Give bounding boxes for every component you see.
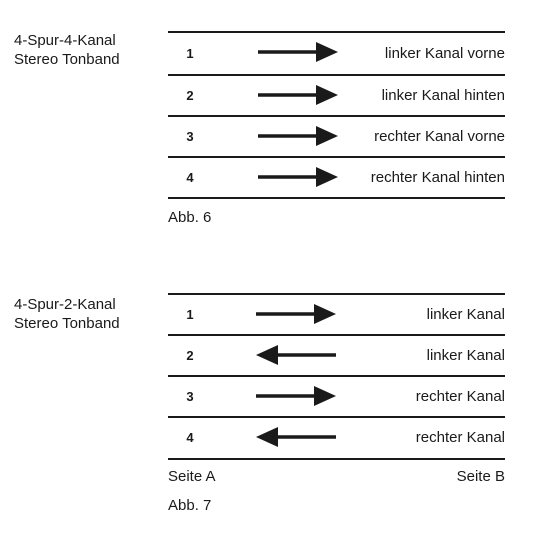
arrow-right-icon [256, 386, 336, 406]
channel-label: rechter Kanal vorne [374, 128, 505, 145]
figure-caption: Abb. 6 [168, 209, 212, 226]
arrow-right-icon [256, 304, 336, 324]
side-b-label: Seite B [456, 468, 505, 485]
arrow-left-icon [256, 427, 336, 447]
diagram-title-line-1: 4-Spur-2-Kanal [14, 296, 116, 313]
track-separator [168, 156, 505, 158]
track-number: 3 [186, 389, 194, 404]
channel-label: rechter Kanal [415, 429, 505, 446]
channel-label: linker Kanal [426, 347, 505, 364]
diagram-title-line-2: Stereo Tonband [14, 315, 120, 332]
channel-label: linker Kanal [426, 306, 505, 323]
track-number: 4 [186, 170, 194, 185]
channel-label: linker Kanal hinten [381, 87, 505, 104]
track-number: 1 [186, 46, 194, 61]
tape-edge-top [168, 293, 505, 295]
side-a-label: Seite A [168, 468, 216, 485]
track-number: 4 [186, 430, 194, 445]
track-separator [168, 334, 505, 336]
track-separator [168, 74, 505, 76]
track-number: 1 [186, 307, 194, 322]
arrow-left-icon [256, 345, 336, 365]
tape-edge-top [168, 31, 505, 33]
track-number: 2 [186, 88, 194, 103]
channel-label: linker Kanal vorne [384, 45, 505, 62]
diagram-title-line-1: 4-Spur-4-Kanal [14, 32, 116, 49]
arrow-right-icon [258, 85, 338, 105]
track-number: 3 [186, 129, 194, 144]
arrow-right-icon [258, 167, 338, 187]
tape-edge-bottom [168, 197, 505, 199]
track-separator [168, 375, 505, 377]
figure-caption: Abb. 7 [168, 497, 212, 514]
track-number: 2 [186, 348, 194, 363]
channel-label: rechter Kanal [415, 388, 505, 405]
track-separator [168, 416, 505, 418]
track-separator [168, 115, 505, 117]
arrow-right-icon [258, 126, 338, 146]
channel-label: rechter Kanal hinten [370, 169, 505, 186]
arrow-right-icon [258, 42, 338, 62]
tape-edge-bottom [168, 458, 505, 460]
diagram-title-line-2: Stereo Tonband [14, 51, 120, 68]
